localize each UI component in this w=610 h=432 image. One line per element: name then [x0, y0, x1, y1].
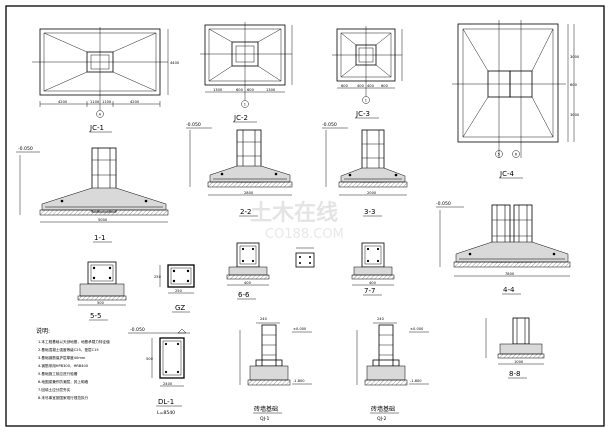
watermark-brand: 土木在线	[250, 200, 338, 226]
svg-text:240: 240	[260, 317, 268, 321]
svg-text:250: 250	[154, 275, 162, 279]
plan-jc3-title: JC-3	[355, 110, 370, 118]
svg-text:1: 1	[365, 99, 367, 103]
svg-text:5: 5	[498, 153, 500, 157]
plan-jc4: 3000 600 3000 5 6 JC-4	[452, 20, 580, 179]
svg-text:8.未尽事宜按国家现行规范执行: 8.未尽事宜按国家现行规范执行	[38, 395, 89, 400]
wall-footing-qj1: 240 ±0.000 -1.800 砖墙基础 QJ-1	[239, 317, 312, 422]
gz-detail: 250 250 GZ	[154, 264, 195, 313]
sheet-border	[5, 5, 605, 427]
svg-text:4.钢筋采用HPB300、HRB400: 4.钢筋采用HPB300、HRB400	[38, 363, 89, 368]
svg-text:4200: 4200	[58, 100, 68, 104]
section-4-4: -0.050 7800 4-4	[436, 201, 571, 295]
svg-text:400: 400	[369, 281, 377, 285]
svg-text:1000: 1000	[514, 360, 524, 364]
dl1-subtitle: L=8540	[157, 410, 175, 416]
watermark-site: CO188.COM	[265, 227, 344, 242]
svg-text:1100: 1100	[102, 100, 112, 104]
dl1-title: DL-1	[158, 398, 174, 406]
svg-text:7.回填土应分层夯实: 7.回填土应分层夯实	[38, 387, 71, 392]
plan-jc1: 4200 1100 1100 4200 4400 A JC-1	[32, 27, 180, 133]
notes-heading: 说明:	[36, 327, 50, 335]
section-5-5: 500 5-5	[77, 261, 127, 321]
wall2-title: 砖墙基础	[371, 405, 395, 413]
svg-text:600: 600	[247, 88, 255, 92]
wall1-subtitle: QJ-1	[260, 416, 269, 422]
svg-text:3000: 3000	[570, 113, 580, 117]
svg-text:6: 6	[515, 153, 518, 157]
svg-text:600: 600	[570, 83, 578, 87]
watermark: 土木在线 CO188.COM	[250, 200, 344, 242]
dl1-detail: -0.050 500 2400 DL-1 L=8540	[128, 327, 190, 416]
svg-text:-0.050: -0.050	[186, 122, 201, 128]
svg-text:2800: 2800	[244, 191, 254, 195]
svg-text:1300: 1300	[266, 88, 276, 92]
plan-jc4-title: JC-4	[499, 170, 514, 178]
svg-text:3000: 3000	[570, 55, 580, 59]
svg-text:-0.050: -0.050	[18, 146, 33, 152]
section-6-6-title: 6-6	[238, 291, 250, 299]
svg-text:1.本工程基础以天然地基，地基承载力特征值: 1.本工程基础以天然地基，地基承载力特征值	[38, 339, 110, 344]
svg-text:7800: 7800	[505, 272, 515, 276]
svg-text:-0.050: -0.050	[130, 327, 145, 333]
svg-text:240: 240	[377, 317, 385, 321]
svg-text:250: 250	[175, 289, 183, 293]
svg-text:400: 400	[244, 281, 252, 285]
plan-jc1-title: JC-1	[89, 124, 104, 132]
section-beam	[295, 247, 315, 268]
svg-text:3.基础钢筋保护层厚度40mm: 3.基础钢筋保护层厚度40mm	[38, 355, 86, 360]
svg-text:1300: 1300	[213, 88, 223, 92]
section-2-2-title: 2-2	[240, 208, 251, 216]
plan-jc3: 600 400 400 600 1 JC-3	[332, 26, 403, 119]
plan-jc2: 1300 600 600 1300 1 JC-2	[200, 22, 293, 123]
gz-title: GZ	[175, 304, 185, 312]
svg-text:-1.800: -1.800	[293, 379, 305, 383]
svg-text:4200: 4200	[130, 100, 140, 104]
design-notes: 说明: 1.本工程基础以天然地基，地基承载力特征值 2.基础混凝土强度等级C25…	[36, 327, 110, 400]
svg-text:±0.000: ±0.000	[293, 327, 307, 331]
svg-text:400: 400	[357, 84, 365, 88]
svg-text:±0.000: ±0.000	[410, 327, 424, 331]
svg-text:1100: 1100	[90, 100, 100, 104]
svg-text:600: 600	[381, 84, 389, 88]
section-3-3: -0.050 2000 3-3	[322, 122, 408, 217]
section-3-3-title: 3-3	[364, 208, 375, 216]
svg-text:-0.050: -0.050	[436, 201, 451, 207]
section-1-1: -0.050 5000 1-1	[16, 146, 169, 243]
plan-jc2-title: JC-2	[233, 114, 248, 122]
section-4-4-title: 4-4	[503, 286, 515, 294]
svg-text:5000: 5000	[98, 218, 108, 222]
section-8-8: 1000 8-8	[485, 317, 545, 379]
svg-text:500: 500	[97, 301, 105, 305]
section-1-1-title: 1-1	[94, 234, 105, 242]
svg-text:4400: 4400	[170, 61, 180, 65]
section-5-5-title: 5-5	[90, 312, 101, 320]
svg-text:2.基础混凝土强度等级C25，垫层C15: 2.基础混凝土强度等级C25，垫层C15	[38, 347, 99, 352]
svg-text:2000: 2000	[367, 191, 377, 195]
section-6-6: 400 6-6	[226, 242, 270, 300]
svg-text:-0.050: -0.050	[322, 122, 337, 128]
wall1-title: 砖墙基础	[254, 405, 278, 413]
section-7-7: 400 7-7	[351, 242, 395, 296]
section-7-7-title: 7-7	[364, 287, 375, 295]
svg-text:6.地圈梁兼作防潮层，其上砌墙: 6.地圈梁兼作防潮层，其上砌墙	[38, 379, 89, 384]
wall-footing-qj2: 240 ±0.000 -1.800 砖墙基础 QJ-2	[356, 317, 429, 422]
svg-text:-1.800: -1.800	[410, 379, 422, 383]
section-2-2: -0.050 2800 2-2	[186, 122, 293, 217]
svg-text:600: 600	[236, 88, 244, 92]
svg-text:A: A	[99, 113, 102, 117]
section-8-8-title: 8-8	[509, 370, 520, 378]
svg-text:2400: 2400	[163, 382, 173, 386]
wall2-subtitle: QJ-2	[377, 416, 386, 422]
svg-text:5.基础施工前应进行验槽: 5.基础施工前应进行验槽	[38, 371, 78, 376]
svg-text:500: 500	[146, 357, 154, 361]
svg-text:1: 1	[244, 103, 246, 107]
svg-text:400: 400	[367, 84, 375, 88]
svg-text:600: 600	[341, 84, 349, 88]
